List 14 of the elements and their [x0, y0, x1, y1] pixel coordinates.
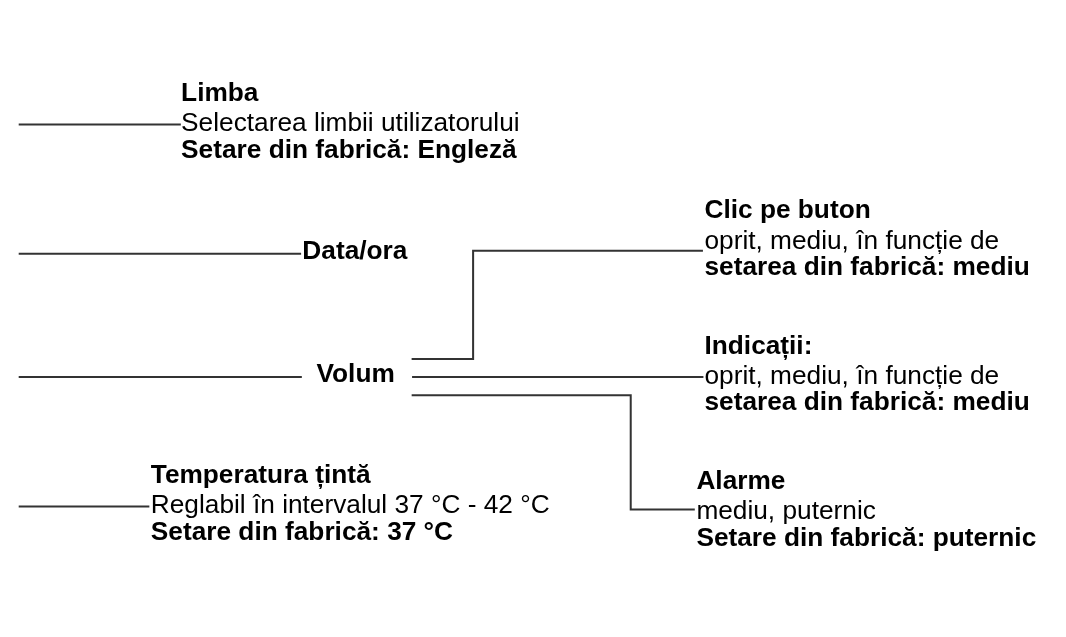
node-text: Clic pe buton oprit, mediu, în funcție de setarea din fabrică: mediu	[704, 194, 1030, 281]
connector	[411, 249, 703, 360]
node-text: Temperatura țintă Reglabil în intervalul 37 °C - 42 °C Setare din fabrică: 37 °C	[150, 458, 550, 546]
node-text: Volum	[316, 357, 395, 388]
node-text: Alarme mediu, puternic Setare din fabrică: puternic	[696, 465, 1037, 552]
node-text: Indicații: oprit, mediu, în funcție de setarea din fabrică: mediu	[704, 329, 1030, 417]
connector	[18, 123, 181, 126]
connector	[411, 394, 695, 511]
connector	[18, 505, 150, 508]
node-text: Limba Selectarea limbii utilizatorului Setare din fabrică: Engleză	[181, 77, 520, 164]
connector	[412, 376, 704, 379]
node-text: Data/ora	[302, 234, 408, 265]
connector	[18, 252, 302, 255]
connector	[18, 376, 302, 379]
